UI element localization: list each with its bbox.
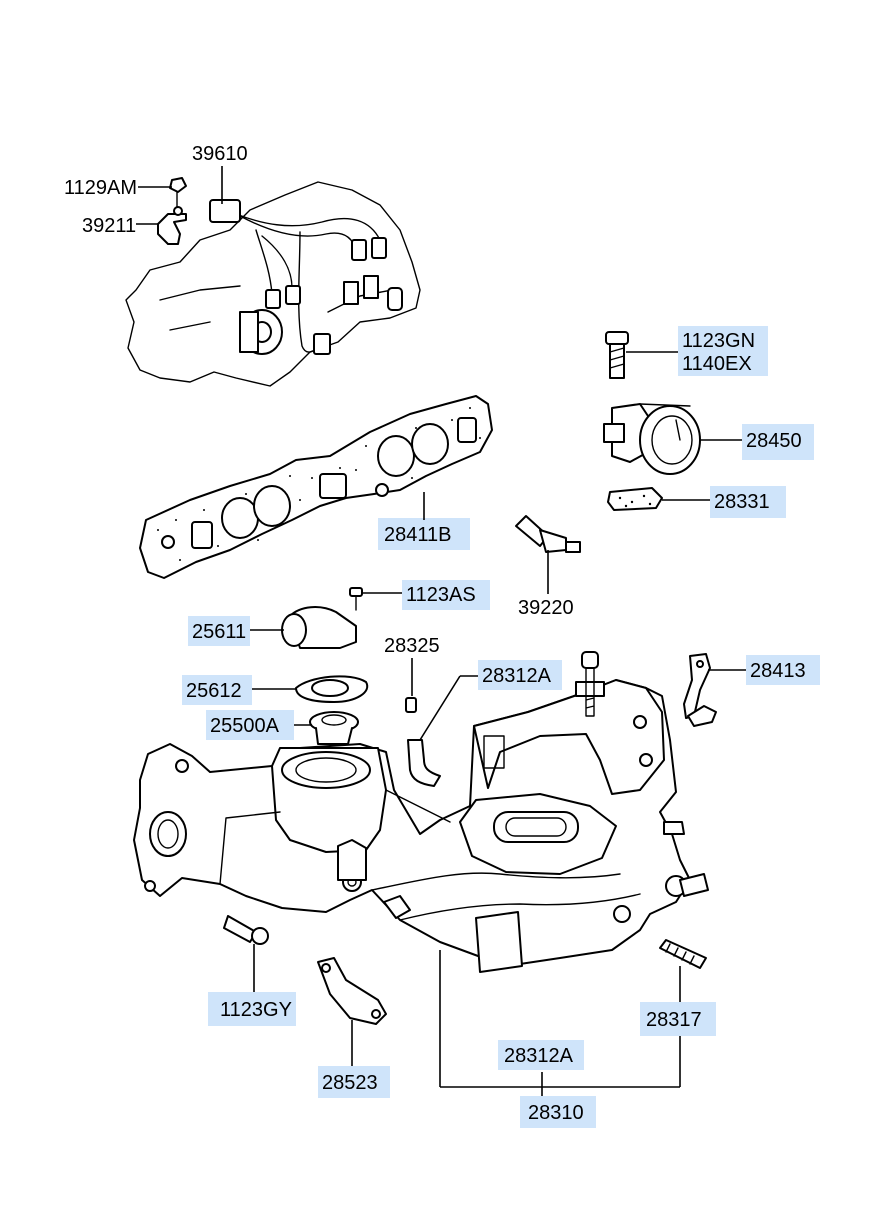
gasket-28331-drawing <box>607 487 663 511</box>
bolt-1129am-drawing <box>169 177 187 209</box>
stud-28317-drawing <box>659 939 707 969</box>
label-1140ex: 1140EX <box>682 353 752 375</box>
label-39610: 39610 <box>192 143 248 165</box>
label-25500a: 25500A <box>210 715 280 737</box>
label-25612: 25612 <box>186 680 242 702</box>
label-28450: 28450 <box>746 430 802 452</box>
label-1123gy: 1123GY <box>220 999 292 1021</box>
water-outlet-25611-drawing <box>281 606 357 649</box>
intake-manifold-28310-drawing <box>133 651 709 973</box>
bracket-39211-drawing <box>157 206 187 245</box>
label-39211: 39211 <box>82 215 136 237</box>
actuator-28450-drawing <box>603 403 701 475</box>
bolt-1123gy-drawing <box>223 915 269 945</box>
hose-28312a-drawing <box>407 739 441 787</box>
lever-28413-drawing <box>683 653 717 727</box>
label-highlights <box>182 326 820 1128</box>
leader-lines <box>136 166 746 1096</box>
label-28312a-bottom: 28312A <box>504 1045 574 1067</box>
label-28413: 28413 <box>750 660 806 682</box>
label-25611: 25611 <box>192 621 246 643</box>
gasket-25612-drawing <box>295 675 369 703</box>
label-28331: 28331 <box>714 491 770 513</box>
sensor-39220-drawing <box>515 515 581 553</box>
engine-block-drawing <box>125 181 421 387</box>
gasket-texture <box>157 407 481 561</box>
bolt-1123gn-drawing <box>605 331 629 379</box>
bracket-28523-drawing <box>317 957 387 1025</box>
gasket-28411b-drawing <box>139 395 493 579</box>
label-1123as: 1123AS <box>406 584 476 606</box>
label-28317: 28317 <box>646 1009 702 1031</box>
plug-28325-drawing <box>405 697 417 713</box>
label-1129am: 1129AM <box>64 177 137 199</box>
label-1123gn: 1123GN <box>682 330 755 352</box>
label-39220: 39220 <box>518 597 574 619</box>
part-labels: 39610 1129AM 39211 1123GN 1140EX 28450 2… <box>64 143 806 1124</box>
bolt-1123as-drawing <box>349 587 363 611</box>
label-28310: 28310 <box>528 1102 584 1124</box>
label-28325: 28325 <box>384 635 440 657</box>
label-28411b: 28411B <box>384 524 451 546</box>
thermostat-25500a-drawing <box>309 711 359 745</box>
label-28523: 28523 <box>322 1072 378 1094</box>
label-28312a-top: 28312A <box>482 665 552 687</box>
